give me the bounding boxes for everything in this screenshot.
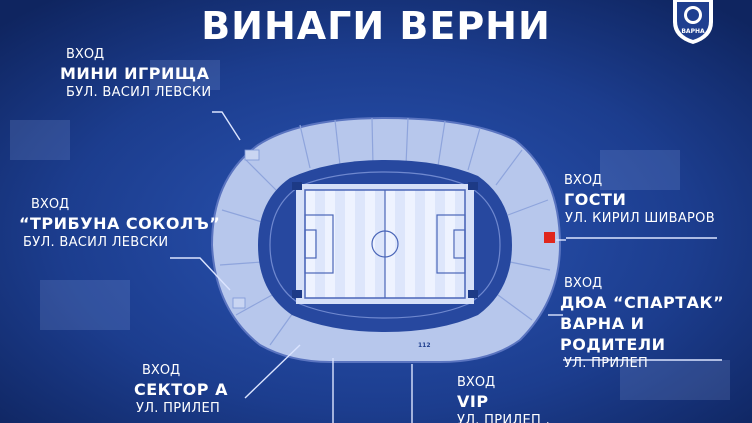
entrance-tribune-sokol: ВХОД “ТРИБУНА СОКОЛЪ” БУЛ. ВАСИЛ ЛЕВСКИ [19,197,220,251]
entrance-street: УЛ. КИРИЛ ШИВАРОВ [565,211,715,226]
entrance-street: БУЛ. ВАСИЛ ЛЕВСКИ [23,235,169,250]
entrance-street: УЛ. ПРИЛЕП [136,401,221,416]
entrance-label: ВХОД [142,363,181,378]
entrance-street: УЛ. ПРИЛЕП [564,356,649,371]
entrance-name-line1: ДЮА “СПАРТАК” [560,293,725,312]
guide-lines [170,111,722,423]
entrance-dua-spartak: ВХОД ДЮА “СПАРТАК” ВАРНА И РОДИТЕЛИ УЛ. … [560,276,752,372]
page-title: ВИНАГИ ВЕРНИ [201,4,551,48]
entrance-name: VIP [457,392,489,411]
entrance-guests: ВХОД ГОСТИ УЛ. КИРИЛ ШИВАРОВ [564,173,715,227]
football-pitch [304,189,466,299]
crest-text: ВАРНА [681,28,705,35]
entrance-name: “ТРИБУНА СОКОЛЪ” [19,214,221,233]
entrance-mini-pitches: ВХОД МИНИ ИГРИЩА БУЛ. ВАСИЛ ЛЕВСКИ [60,47,211,101]
entrance-name: СЕКТОР А [134,380,228,399]
stand-number: 112 [418,342,431,349]
entrance-street: БУЛ. ВАСИЛ ЛЕВСКИ [66,85,212,100]
entrance-label: ВХОД [66,47,105,62]
entrance-label: ВХОД [564,276,603,291]
club-crest-icon: ВАРНА [665,0,721,44]
guest-entrance-marker [544,232,555,243]
entrance-street: УЛ. ПРИЛЕП , [457,413,550,423]
entrance-sector-a: ВХОД СЕКТОР А УЛ. ПРИЛЕП [134,363,228,417]
entrance-name: МИНИ ИГРИЩА [60,64,210,83]
entrance-name-line2: ВАРНА И РОДИТЕЛИ [560,314,666,354]
entrance-name: ГОСТИ [564,190,627,209]
entrance-label: ВХОД [31,197,70,212]
entrance-label: ВХОД [564,173,603,188]
entrance-label: ВХОД [457,375,496,390]
entrance-vip: ВХОД VIP УЛ. ПРИЛЕП , [457,375,550,423]
